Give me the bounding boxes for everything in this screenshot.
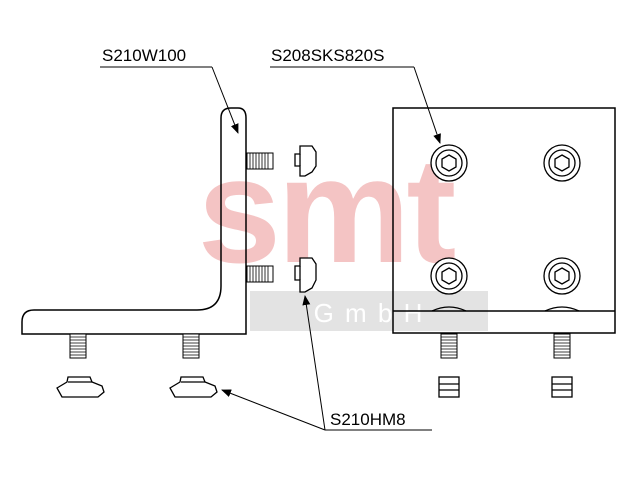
hammer-nut-bottom-1: [56, 376, 105, 398]
socket-screw-head-3: [430, 257, 468, 295]
socket-screw-head-1: [430, 144, 468, 182]
screw-edge-right-1: [431, 306, 467, 312]
label-socket-screw: S208SKS820S: [271, 46, 384, 65]
hammer-nut-bottom-2: [169, 376, 218, 398]
bolt-bottom-left-2: [182, 333, 200, 359]
hammer-nut-side-lower: [294, 257, 317, 293]
svg-text:smt: smt: [198, 126, 456, 294]
hammer-nut-end-1: [438, 376, 460, 398]
hammer-nut-end-2: [551, 376, 573, 398]
label-angle-bracket: S210W100: [102, 46, 186, 65]
bolt-bottom-left-1: [69, 333, 87, 359]
bolt-bottom-right-1: [440, 333, 458, 359]
leader-socket-screw: [270, 66, 441, 144]
bolt-upper-side: [246, 152, 274, 170]
leader-angle-bracket: [100, 66, 239, 134]
socket-screw-head-4: [543, 257, 581, 295]
bolt-bottom-right-2: [553, 333, 571, 359]
leader-hammer-nut: [221, 295, 432, 431]
hammer-nut-side-upper: [294, 145, 317, 177]
socket-screw-head-2: [543, 144, 581, 182]
label-hammer-nut: S210HM8: [330, 410, 406, 429]
svg-text:G m b H: G m b H: [314, 298, 425, 328]
bolt-lower-side: [246, 265, 274, 283]
screw-edge-right-2: [544, 306, 580, 312]
